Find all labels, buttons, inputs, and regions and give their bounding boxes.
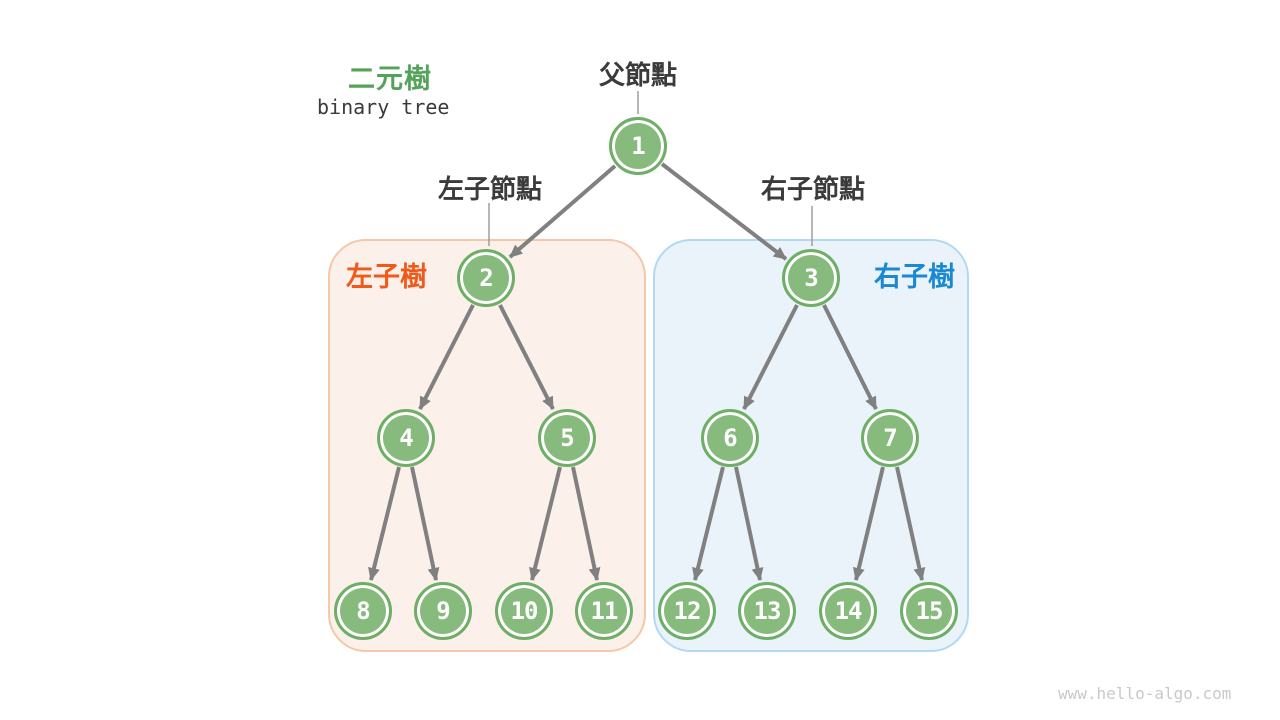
tree-node-7: 7 bbox=[861, 409, 919, 467]
edge-1-3 bbox=[660, 162, 788, 261]
tree-node-5: 5 bbox=[538, 409, 596, 467]
right-subtree-label: 右子樹 bbox=[874, 262, 955, 292]
tree-node-6: 6 bbox=[701, 409, 759, 467]
edge-2-4 bbox=[418, 304, 475, 410]
tree-node-4: 4 bbox=[377, 409, 435, 467]
edge-3-6 bbox=[742, 304, 799, 410]
tree-node-3: 3 bbox=[782, 249, 840, 307]
tree-node-13: 13 bbox=[738, 582, 796, 640]
tree-node-15: 15 bbox=[900, 582, 958, 640]
edge-6-12 bbox=[692, 466, 725, 581]
edge-5-11 bbox=[571, 466, 601, 581]
diagram-title-zh: 二元樹 bbox=[348, 64, 432, 94]
diagram-title-en: binary tree bbox=[317, 95, 450, 119]
edge-1-2 bbox=[508, 164, 617, 259]
parent-node-label: 父節點 bbox=[598, 60, 677, 90]
tree-node-10: 10 bbox=[495, 582, 553, 640]
edge-7-14 bbox=[852, 466, 885, 581]
tree-node-2: 2 bbox=[457, 249, 515, 307]
tree-node-1: 1 bbox=[609, 117, 667, 175]
edge-4-9 bbox=[410, 466, 440, 581]
edge-2-5 bbox=[498, 304, 555, 410]
left-subtree-label: 左子樹 bbox=[346, 262, 427, 292]
edge-4-8 bbox=[368, 466, 401, 581]
left-child-node-label: 左子節點 bbox=[437, 174, 542, 204]
edge-3-7 bbox=[822, 304, 878, 410]
tree-node-11: 11 bbox=[575, 582, 633, 640]
tree-node-9: 9 bbox=[414, 582, 472, 640]
edge-6-13 bbox=[734, 466, 764, 581]
edge-5-10 bbox=[529, 466, 562, 581]
tree-node-12: 12 bbox=[658, 582, 716, 640]
tree-node-8: 8 bbox=[334, 582, 392, 640]
edge-7-15 bbox=[895, 466, 926, 581]
tree-node-14: 14 bbox=[819, 582, 877, 640]
watermark: www.hello-algo.com bbox=[1058, 684, 1232, 703]
right-child-node-label: 右子節點 bbox=[760, 174, 865, 204]
